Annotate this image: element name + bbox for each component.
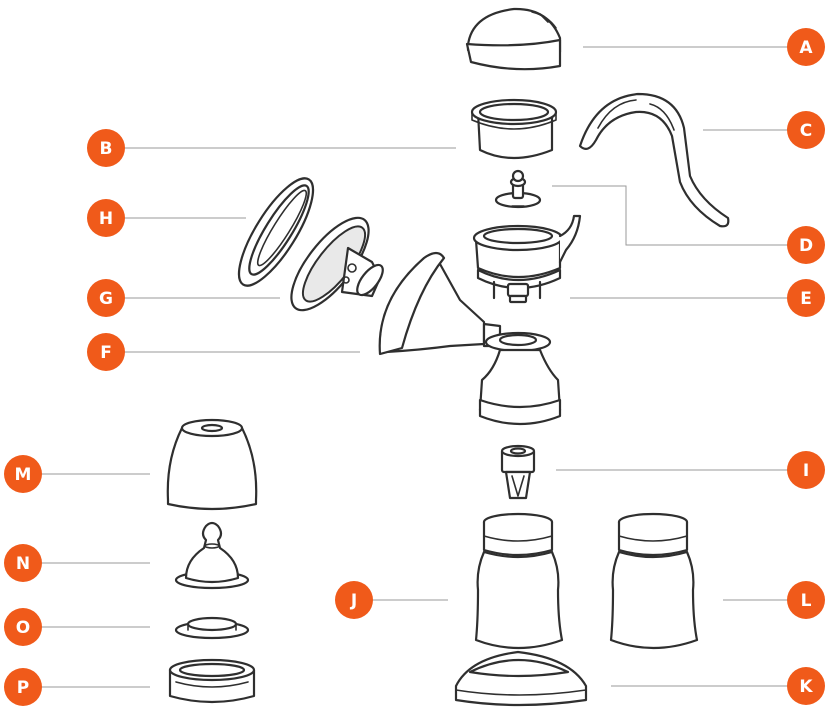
badge-p: P [4,668,42,706]
badge-label: O [16,618,30,638]
badge-label: G [99,289,113,309]
badge-f: F [87,333,125,371]
badge-j: J [335,581,373,619]
teat-nipple-icon [176,523,248,588]
part-badges: A B C D E F G H I J K L M N O P [4,28,825,706]
badge-label: E [800,289,812,309]
badge-label: F [100,343,112,363]
badge-label: N [16,554,30,574]
badge-e: E [787,279,825,317]
badge-o: O [4,608,42,646]
badge-label: H [99,209,113,229]
bottle-stand-icon [456,652,586,705]
badge-label: M [15,465,32,485]
duckbill-valve-icon [502,446,534,498]
badge-d: D [787,226,825,264]
badge-label: I [803,461,809,481]
badge-label: B [100,139,113,159]
badge-g: G [87,279,125,317]
badge-i: I [787,451,825,489]
collection-bottle-icon [476,514,562,648]
badge-label: D [799,236,813,256]
leader-line-d [552,186,788,245]
badge-b: B [87,129,125,167]
bottle-cap-icon [168,420,256,509]
screw-ring-icon [170,660,254,702]
badge-k: K [787,667,825,705]
second-bottle-icon [611,514,697,648]
piston-valve-icon [496,171,540,207]
badge-l: L [787,581,825,619]
badge-c: C [787,111,825,149]
badge-label: C [800,121,812,141]
badge-n: N [4,544,42,582]
badge-h: H [87,199,125,237]
valve-cup-icon [472,100,556,158]
badge-label: L [801,591,812,611]
badge-label: K [799,677,813,697]
badge-label: J [350,591,357,611]
pump-handle-icon [580,94,728,226]
badge-label: P [17,678,29,698]
pump-body-icon [474,216,580,302]
badge-a: A [787,28,825,66]
sealing-disc-icon [176,618,248,638]
badge-label: A [799,38,813,58]
badge-m: M [4,455,42,493]
lid-cap-icon [467,9,560,69]
